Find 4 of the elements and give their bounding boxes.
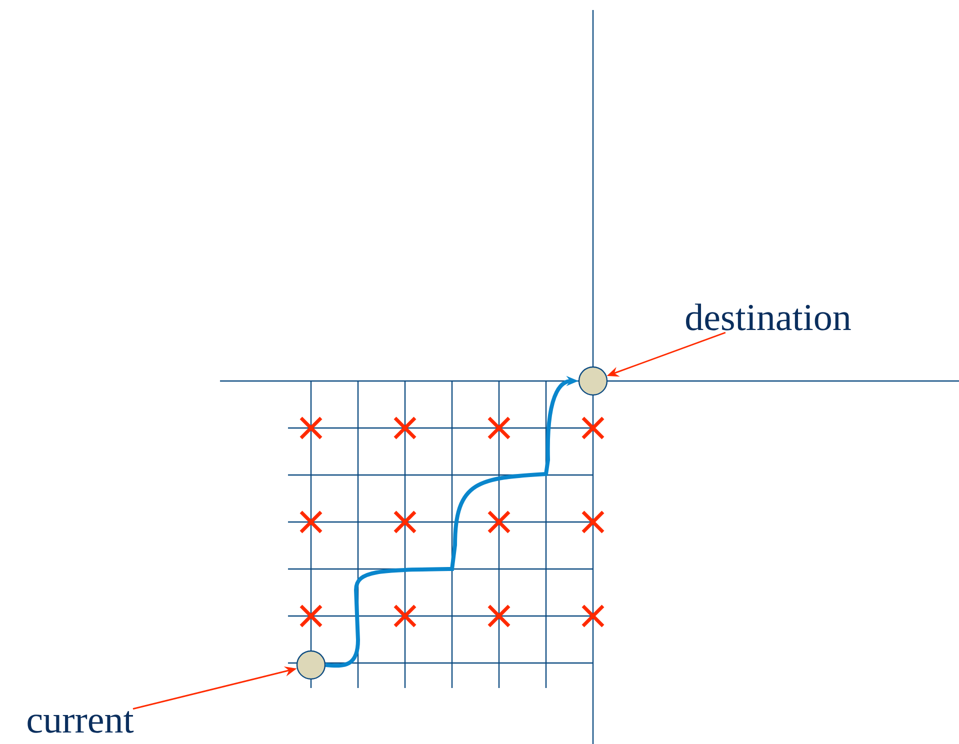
circle-marker <box>296 650 326 680</box>
node-label: destination <box>686 304 851 330</box>
circle-marker <box>578 366 608 396</box>
node-label: current <box>28 711 134 733</box>
